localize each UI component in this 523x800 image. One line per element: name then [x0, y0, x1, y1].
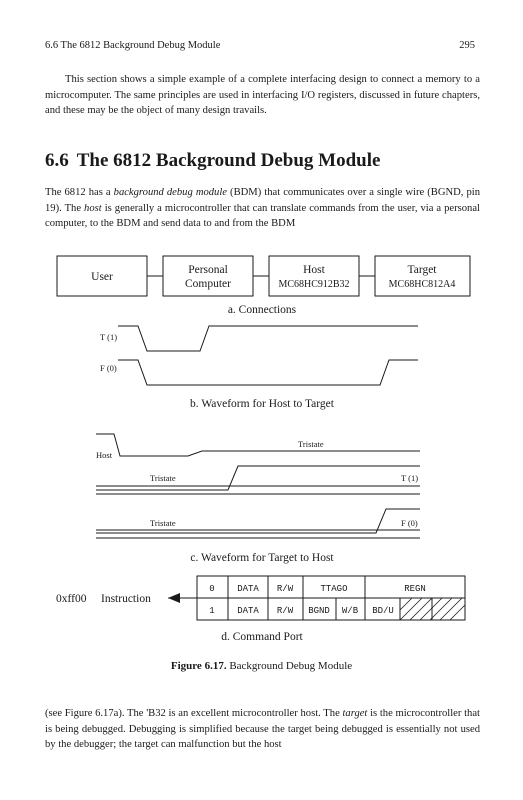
host-box — [268, 255, 360, 297]
target-label-1: Target — [408, 264, 438, 276]
user-label: User — [91, 271, 113, 283]
closing-paragraph: (see Figure 6.17a). The 'B32 is an excel… — [45, 706, 480, 753]
reg-cell: REGN — [404, 584, 426, 594]
caption-c: c. Waveform for Target to Host — [190, 552, 334, 564]
label-t1: T (1) — [100, 332, 117, 342]
para-text: is generally a microcontroller that can … — [45, 202, 480, 230]
port-label: Instruction — [101, 593, 151, 605]
command-port-register — [168, 575, 466, 621]
reserved-hatch — [399, 597, 466, 621]
pc-box — [162, 255, 254, 297]
figure-6-17: User Personal Computer Host MC68HC912B32… — [56, 255, 471, 643]
reg-cell: 1 — [209, 606, 214, 616]
header-section: 6.6 The 6812 Background Debug Module — [45, 40, 221, 51]
pointer-arrow-head — [168, 593, 180, 603]
reg-cell: BD/U — [372, 606, 394, 616]
reg-cell: DATA — [237, 606, 259, 616]
intro-paragraph: This section shows a simple example of a… — [45, 74, 480, 116]
para-text: (see Figure 6.17a). The 'B32 is an excel… — [45, 708, 343, 719]
figure-number: Figure 6.17. — [170, 660, 227, 672]
target-label-2: MC68HC812A4 — [389, 279, 456, 290]
section-title-text: The 6812 Background Debug Module — [76, 150, 381, 171]
host-label-1: Host — [303, 264, 326, 276]
caption-a: a. Connections — [228, 304, 297, 316]
figure-caption-text: Background Debug Module — [226, 660, 353, 672]
label-f0-response: F (0) — [401, 518, 418, 528]
reg-cell: DATA — [237, 584, 259, 594]
waveform-f0 — [118, 359, 418, 386]
running-header: 6.6 The 6812 Background Debug Module 295 — [45, 40, 475, 51]
port-address: 0xff00 — [56, 593, 87, 605]
para-text: (BDM) that communicates over a single wi… — [45, 187, 480, 214]
reg-cell: R/W — [277, 606, 294, 616]
reg-cell: 0 — [209, 584, 214, 594]
reg-cell: BGND — [308, 606, 330, 616]
waveform-t1-response — [96, 465, 420, 491]
section-number: 6.6 — [45, 150, 69, 171]
para-text: is the microcontroller that is being deb… — [45, 708, 480, 750]
para-emphasis: target — [342, 708, 368, 719]
figure-caption: Figure 6.17. Background Debug Module — [0, 660, 523, 672]
caption-b: b. Waveform for Host to Target — [190, 398, 335, 410]
label-tristate-2: Tristate — [150, 473, 176, 483]
para-text: The 6812 has a — [45, 187, 114, 198]
label-t1-response: T (1) — [401, 473, 418, 483]
label-host: Host — [96, 450, 113, 460]
reg-cell: R/W — [277, 584, 294, 594]
waveform-t1 — [118, 325, 418, 352]
caption-d: d. Command Port — [221, 631, 303, 643]
label-f0: F (0) — [100, 363, 117, 373]
connections-diagram — [56, 255, 471, 297]
host-label-2: MC68HC912B32 — [278, 279, 349, 290]
bdm-paragraph: The 6812 has a background debug module (… — [45, 185, 480, 232]
label-tristate-1: Tristate — [298, 439, 324, 449]
para-emphasis: host — [84, 202, 102, 214]
reg-cell: W/B — [342, 606, 359, 616]
para-emphasis: background debug module — [113, 187, 228, 198]
waveform-f0-response — [96, 508, 420, 534]
pc-label-2: Computer — [185, 278, 231, 290]
section-heading: 6.6 The 6812 Background Debug Module — [45, 150, 380, 172]
label-tristate-3: Tristate — [150, 518, 176, 528]
target-box — [374, 255, 471, 297]
pc-label-1: Personal — [188, 264, 228, 276]
page-number: 295 — [459, 40, 475, 51]
waveform-host-line — [96, 433, 420, 457]
reg-cell: TTAGO — [320, 584, 347, 594]
